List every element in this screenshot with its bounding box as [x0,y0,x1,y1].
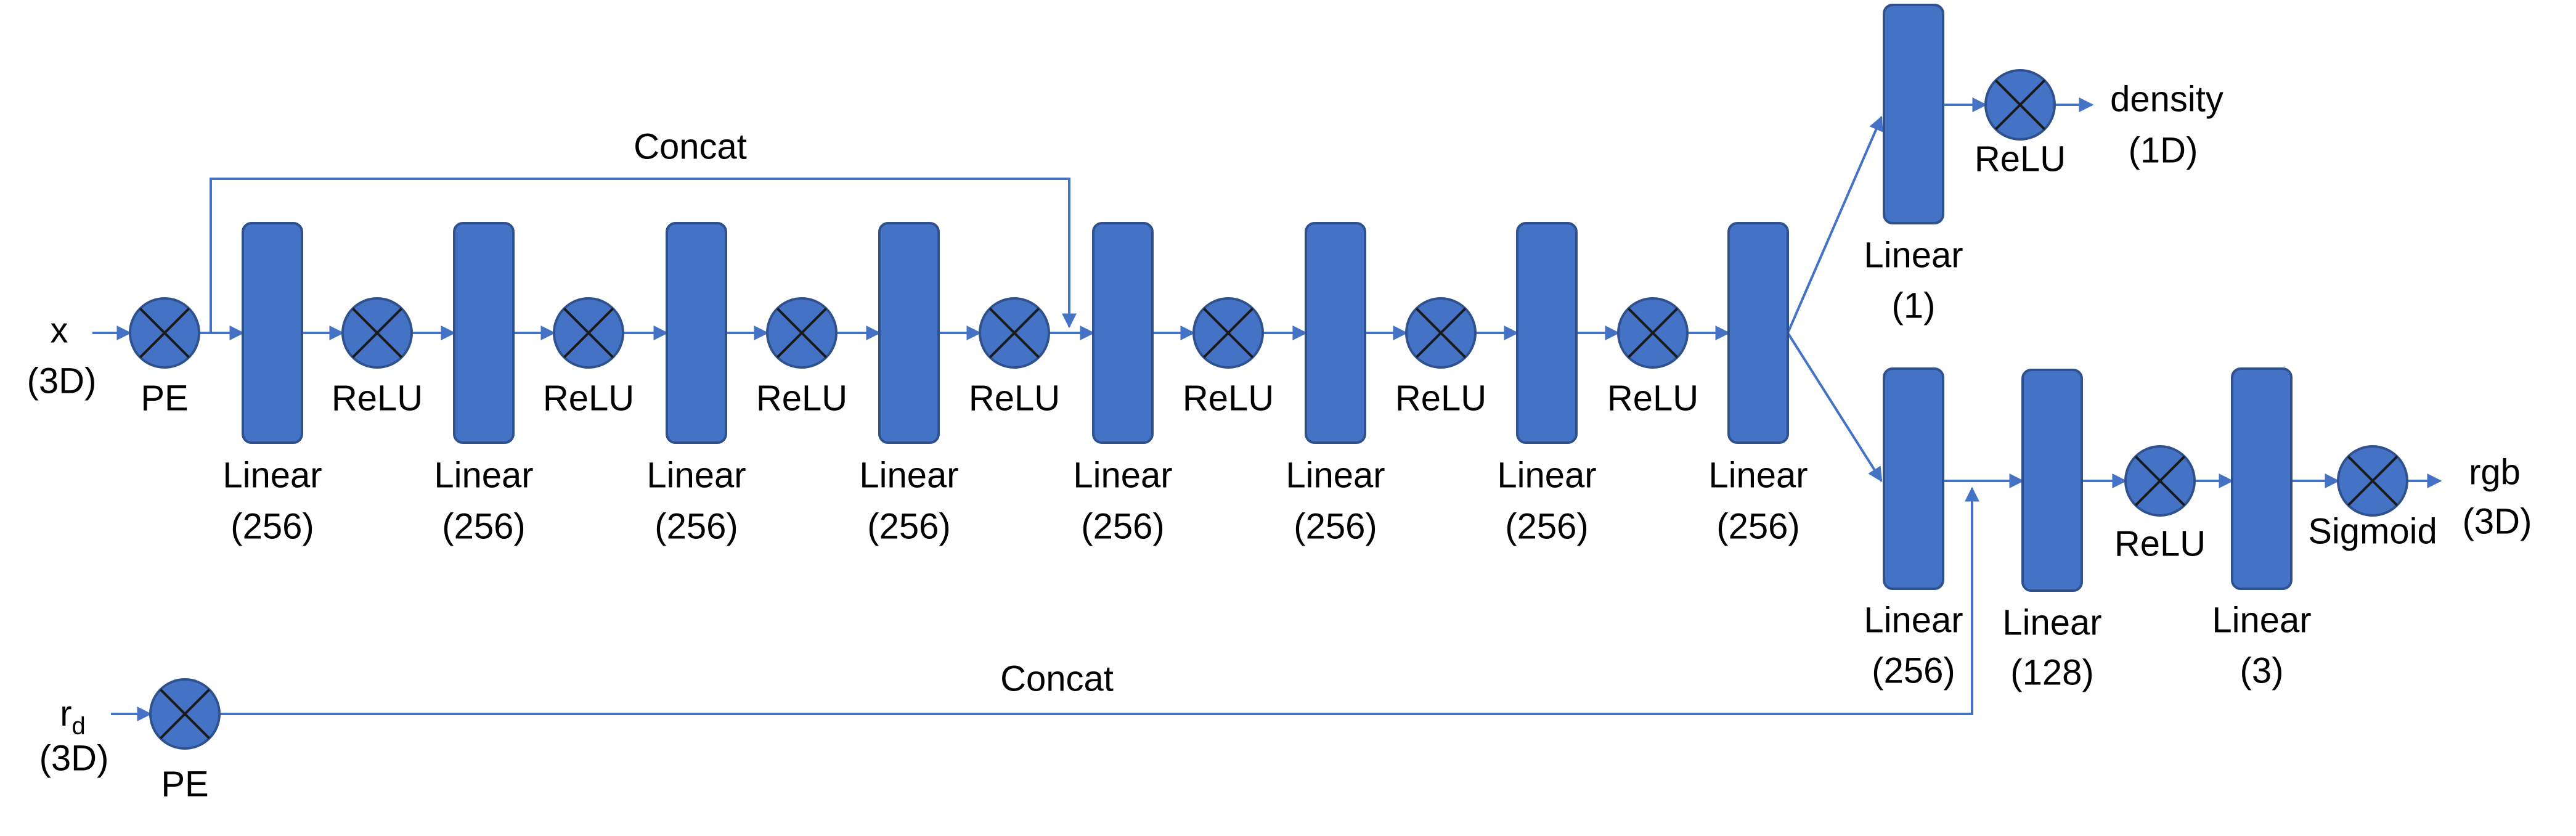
concat-label-bottom: Concat [1000,658,1114,699]
trunk-linear-label-3: Linear [646,455,746,495]
trunk-linear-block-1 [242,222,303,444]
trunk-linear-block-8 [1727,222,1789,444]
rgb-linear-block-2 [2021,369,2083,592]
density-relu-op [1984,69,2056,141]
split-to-density-arrow [1787,115,1883,334]
relu-op-6 [1405,297,1477,369]
rgb-relu-label: ReLU [2114,523,2206,563]
input-rd-dim: (3D) [39,738,109,778]
trunk-linear-label-8: Linear [1708,455,1808,495]
rgb-linear-dim-3: (3) [2240,650,2284,691]
density-output-label: density [2110,79,2223,119]
relu-label-4: ReLU [969,378,1060,418]
rgb-linear-dim-1: (256) [1872,650,1955,691]
trunk-linear-block-5 [1092,222,1154,444]
relu-label-5: ReLU [1183,378,1274,418]
multiply-cross [1202,307,1254,359]
rgb-linear-label-1: Linear [1864,600,1963,640]
trunk-linear-dim-1: (256) [230,506,314,546]
multiply-cross [159,688,211,740]
trunk-linear-label-1: Linear [222,455,322,495]
trunk-linear-label-2: Linear [434,455,533,495]
rgb-linear-dim-2: (128) [2010,652,2093,692]
input-x-label: x [51,310,68,350]
multiply-cross [351,307,403,359]
trunk-linear-block-3 [666,222,727,444]
rgb-output-dim: (3D) [2463,501,2532,541]
trunk-linear-label-4: Linear [859,455,958,495]
trunk-linear-dim-2: (256) [442,506,525,546]
trunk-linear-label-6: Linear [1286,455,1385,495]
trunk-linear-dim-4: (256) [867,506,950,546]
shapes [129,4,2408,750]
rgb-output-label: rgb [2469,452,2521,492]
concat-label-top: Concat [634,126,747,166]
density-linear-dim: (1) [1892,285,1936,326]
trunk-linear-dim-6: (256) [1294,506,1377,546]
relu-label-3: ReLU [756,378,847,418]
trunk-linear-dim-7: (256) [1505,506,1588,546]
rgb-relu-op [2124,445,2196,517]
sigmoid-op [2337,445,2408,517]
relu-label-2: ReLU [543,378,634,418]
rgb-linear-block-1 [1883,367,1944,590]
input-rd-subscript: d [72,713,86,740]
pe-label-x: PE [141,378,188,418]
density-linear-label: Linear [1864,235,1963,275]
multiply-cross [988,307,1040,359]
trunk-linear-block-2 [453,222,515,444]
relu-op-1 [341,297,413,369]
trunk-linear-dim-3: (256) [654,506,738,546]
relu-op-3 [766,297,838,369]
trunk-linear-block-7 [1516,222,1578,444]
relu-label-6: ReLU [1395,378,1486,418]
split-to-rgb-arrow [1787,332,1883,483]
trunk-linear-dim-8: (256) [1716,506,1800,546]
relu-op-7 [1617,297,1689,369]
rgb-linear-label-3: Linear [2212,600,2311,640]
pe-label-rd: PE [161,764,208,804]
multiply-cross [2134,455,2186,507]
pe-op-rd [149,678,221,750]
input-rd-symbol: r [60,694,71,734]
input-rd-label: rd [60,694,86,739]
density-linear-block [1883,4,1944,224]
pe-op-x [129,297,200,369]
relu-label-1: ReLU [332,378,423,418]
multiply-cross [1994,79,2046,131]
density-relu-label: ReLU [1975,139,2066,179]
rgb-linear-label-2: Linear [2002,602,2101,642]
rd-concat-connector [219,486,1979,715]
rgb-linear-block-3 [2231,367,2293,590]
relu-label-7: ReLU [1607,378,1698,418]
density-output-dim: (1D) [2129,130,2198,170]
multiply-cross [1627,307,1679,359]
multiply-cross [139,307,190,359]
trunk-linear-block-6 [1305,222,1366,444]
multiply-cross [776,307,828,359]
trunk-linear-block-4 [878,222,940,444]
connectors [92,97,2442,721]
trunk-linear-label-7: Linear [1497,455,1596,495]
skip-concat-connector [210,178,1077,333]
relu-op-5 [1192,297,1264,369]
sigmoid-label: Sigmoid [2308,511,2437,551]
trunk-linear-dim-5: (256) [1081,506,1164,546]
multiply-cross [2347,455,2399,507]
multiply-cross [1415,307,1467,359]
input-x-dim: (3D) [27,361,97,401]
trunk-linear-label-5: Linear [1073,455,1172,495]
relu-op-4 [979,297,1050,369]
relu-op-2 [553,297,624,369]
multiply-cross [563,307,614,359]
